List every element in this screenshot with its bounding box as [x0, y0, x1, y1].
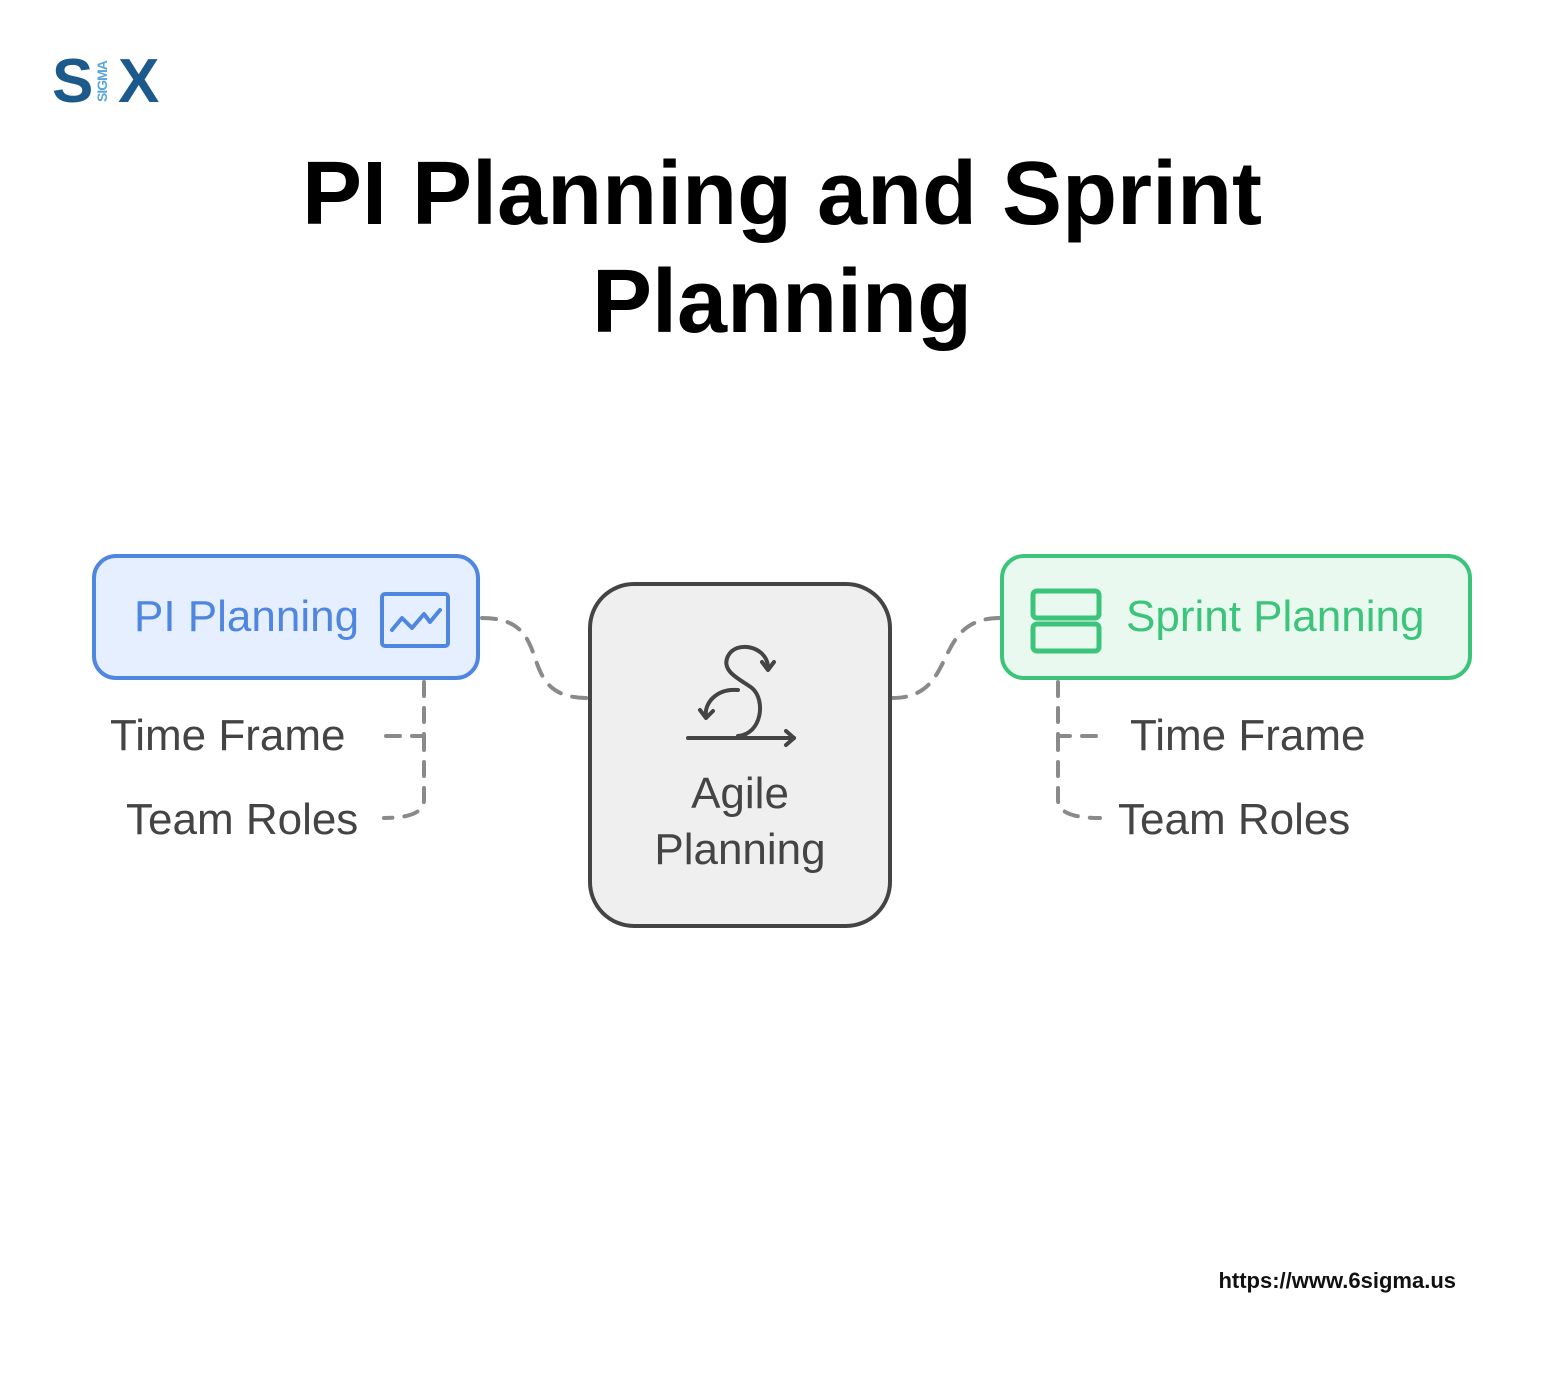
connector-pi-to-center — [480, 616, 590, 700]
logo-letter-x: X — [118, 47, 160, 116]
agile-planning-label: Agile Planning — [592, 766, 888, 878]
chart-line-icon — [380, 592, 450, 648]
agile-loop-icon — [686, 645, 796, 747]
pi-team-roles-label: Team Roles — [126, 795, 359, 844]
stacked-rows-icon — [1030, 588, 1102, 654]
connector-pi-time-frame — [380, 680, 426, 738]
connector-center-to-sprint — [890, 616, 1002, 700]
connector-sprint-team-roles — [1056, 734, 1102, 820]
connector-pi-team-roles — [382, 734, 426, 820]
sprint-time-frame-label: Time Frame — [1130, 711, 1366, 760]
brand-logo: S SIGMA X — [52, 50, 172, 114]
title-line-2: Planning — [592, 252, 972, 352]
connector-sprint-time-frame — [1056, 680, 1102, 738]
agile-planning-line-2: Planning — [654, 825, 826, 874]
pi-time-frame-label: Time Frame — [110, 711, 346, 760]
pi-planning-label: PI Planning — [134, 592, 360, 641]
agile-planning-node: Agile Planning — [588, 582, 892, 928]
footer-url: https://www.6sigma.us — [1218, 1268, 1456, 1293]
sprint-team-roles-label: Team Roles — [1118, 795, 1351, 844]
pi-planning-node: PI Planning — [92, 554, 480, 680]
page-title: PI Planning and Sprint Planning — [0, 140, 1564, 356]
title-line-1: PI Planning and Sprint — [301, 144, 1263, 244]
agile-planning-line-1: Agile — [691, 769, 789, 818]
sprint-planning-node: Sprint Planning — [1000, 554, 1472, 680]
sprint-planning-label: Sprint Planning — [1126, 592, 1425, 641]
logo-letter-s: S — [52, 47, 94, 116]
